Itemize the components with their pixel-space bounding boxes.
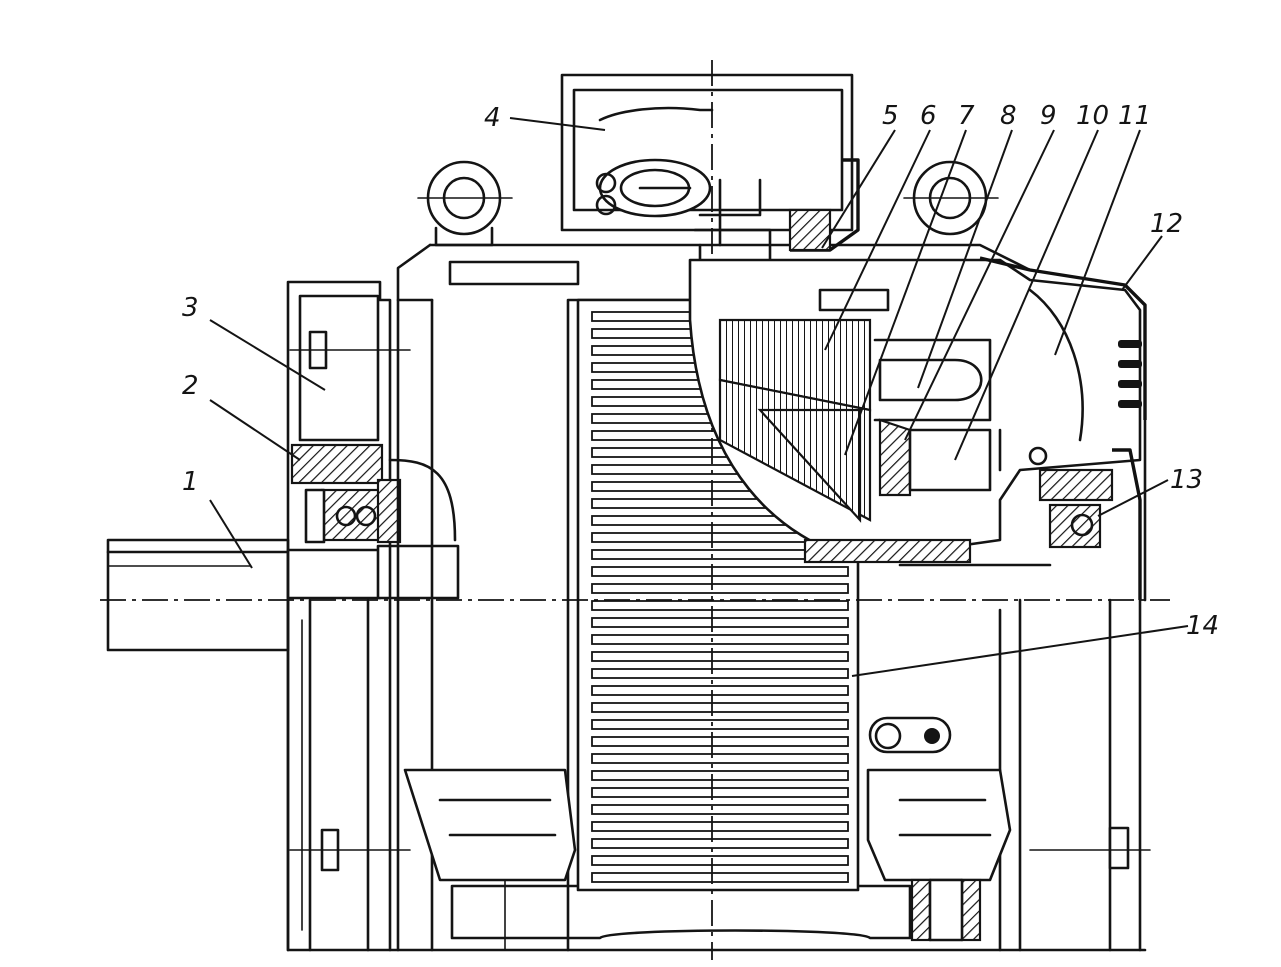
leader-2 bbox=[209, 399, 301, 461]
leader-8 bbox=[917, 129, 1013, 389]
lamination-slot bbox=[591, 651, 849, 662]
callout-10: 10 bbox=[1076, 101, 1109, 131]
callout-11: 11 bbox=[1118, 101, 1151, 131]
lamination-slot bbox=[591, 753, 849, 764]
leader-1 bbox=[209, 499, 253, 569]
lamination-slot bbox=[591, 787, 849, 798]
lamination-slot bbox=[591, 600, 849, 611]
leader-10 bbox=[954, 129, 1099, 461]
lamination-slot bbox=[591, 804, 849, 815]
leader-5 bbox=[821, 129, 896, 249]
leader-11 bbox=[1054, 129, 1141, 356]
lamination-slot bbox=[591, 872, 849, 883]
leader-13 bbox=[1097, 479, 1169, 517]
lamination-slot bbox=[591, 719, 849, 730]
lifting-eye-left bbox=[417, 160, 513, 247]
callout-12: 12 bbox=[1150, 209, 1183, 239]
callout-5: 5 bbox=[882, 101, 899, 131]
lamination-slot bbox=[591, 634, 849, 645]
callout-7: 7 bbox=[958, 101, 975, 131]
callout-13: 13 bbox=[1170, 465, 1203, 495]
lamination-slot bbox=[591, 668, 849, 679]
shaft-extension bbox=[106, 538, 460, 652]
terminal-box bbox=[560, 73, 860, 292]
lamination-slot bbox=[591, 838, 849, 849]
callout-9: 9 bbox=[1040, 101, 1057, 131]
callout-6: 6 bbox=[920, 101, 937, 131]
left-end-shield bbox=[286, 280, 457, 952]
leader-7 bbox=[844, 129, 967, 456]
lifting-eye-right bbox=[903, 160, 999, 236]
lamination-slot bbox=[591, 770, 849, 781]
leader-9 bbox=[904, 129, 1055, 441]
callout-leaders bbox=[209, 117, 1189, 677]
leader-6 bbox=[824, 129, 931, 351]
callout-labels: 1 2 3 4 5 6 7 8 9 10 11 12 13 14 bbox=[182, 101, 1219, 641]
leader-4 bbox=[509, 117, 606, 131]
grease-fitting bbox=[868, 716, 952, 754]
lamination-slot bbox=[591, 583, 849, 594]
lamination-slot bbox=[591, 736, 849, 747]
lamination-slot bbox=[591, 702, 849, 713]
rotor-winding-section bbox=[688, 256, 1147, 600]
foot-left bbox=[403, 768, 577, 951]
callout-1: 1 bbox=[182, 467, 199, 497]
lamination-slot bbox=[591, 566, 849, 577]
lamination-slot bbox=[591, 685, 849, 696]
leader-12 bbox=[1121, 235, 1163, 291]
foot-right bbox=[866, 768, 1012, 942]
lamination-slot bbox=[591, 821, 849, 832]
callout-2: 2 bbox=[182, 371, 199, 401]
callout-8: 8 bbox=[1000, 101, 1017, 131]
lamination-slot bbox=[591, 855, 849, 866]
callout-4: 4 bbox=[484, 103, 501, 133]
leader-3 bbox=[209, 319, 326, 391]
leader-14 bbox=[851, 625, 1189, 677]
ventilation-slots bbox=[1118, 340, 1142, 408]
lamination-slot bbox=[591, 617, 849, 628]
callout-14: 14 bbox=[1186, 611, 1219, 641]
callout-3: 3 bbox=[182, 293, 199, 323]
